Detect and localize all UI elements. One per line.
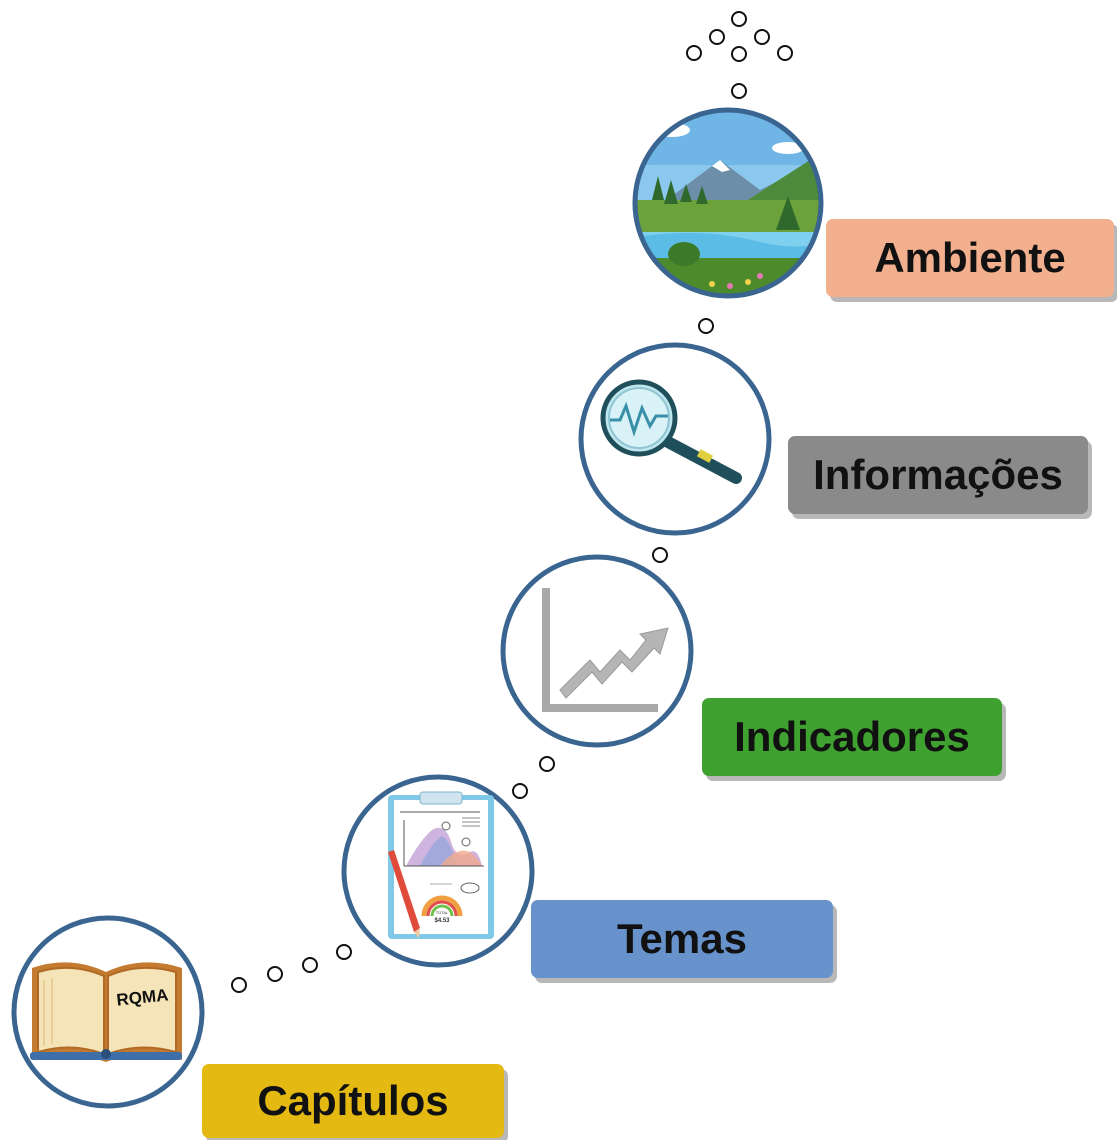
step-label-text: Temas	[617, 915, 747, 962]
bubble	[267, 966, 283, 982]
step-label-capitulos[interactable]: Capítulos	[202, 1064, 504, 1138]
step-label-text: Capítulos	[257, 1077, 449, 1124]
bubble	[731, 11, 747, 27]
bubble	[709, 29, 725, 45]
bubble	[754, 29, 770, 45]
trend-chart-icon	[542, 588, 669, 712]
bubble	[512, 783, 528, 799]
step-label-temas[interactable]: Temas	[531, 900, 833, 978]
clipboard-chart-icon: TOTAL $4.53	[388, 791, 494, 939]
bubble	[336, 944, 352, 960]
bubble	[698, 318, 714, 334]
step-informacoes-circle[interactable]	[578, 342, 772, 536]
step-ambiente-circle[interactable]	[630, 105, 830, 305]
landscape-icon	[637, 112, 819, 294]
connector-bubbles	[231, 11, 793, 993]
step-label-ambiente[interactable]: Ambiente	[826, 219, 1114, 297]
step-label-text: Ambiente	[874, 234, 1066, 281]
bubble	[731, 46, 747, 62]
book-icon: RQMA	[30, 962, 182, 1062]
bubble	[652, 547, 668, 563]
bubble	[731, 83, 747, 99]
clipboard-total-value: $4.53	[434, 918, 450, 924]
bubble	[686, 45, 702, 61]
bubble	[777, 45, 793, 61]
step-indicadores-circle[interactable]	[500, 554, 694, 748]
clipboard-total-label: TOTAL	[436, 910, 449, 915]
step-capitulos-circle[interactable]: RQMA	[11, 915, 205, 1109]
step-label-informacoes[interactable]: Informações	[788, 436, 1088, 514]
magnifier-icon	[600, 379, 742, 484]
step-label-text: Indicadores	[734, 713, 970, 760]
bubble	[539, 756, 555, 772]
step-temas-circle[interactable]: TOTAL $4.53	[341, 774, 535, 968]
bubble	[231, 977, 247, 993]
step-label-text: Informações	[813, 451, 1063, 498]
bubble	[302, 957, 318, 973]
step-label-indicadores[interactable]: Indicadores	[702, 698, 1002, 776]
